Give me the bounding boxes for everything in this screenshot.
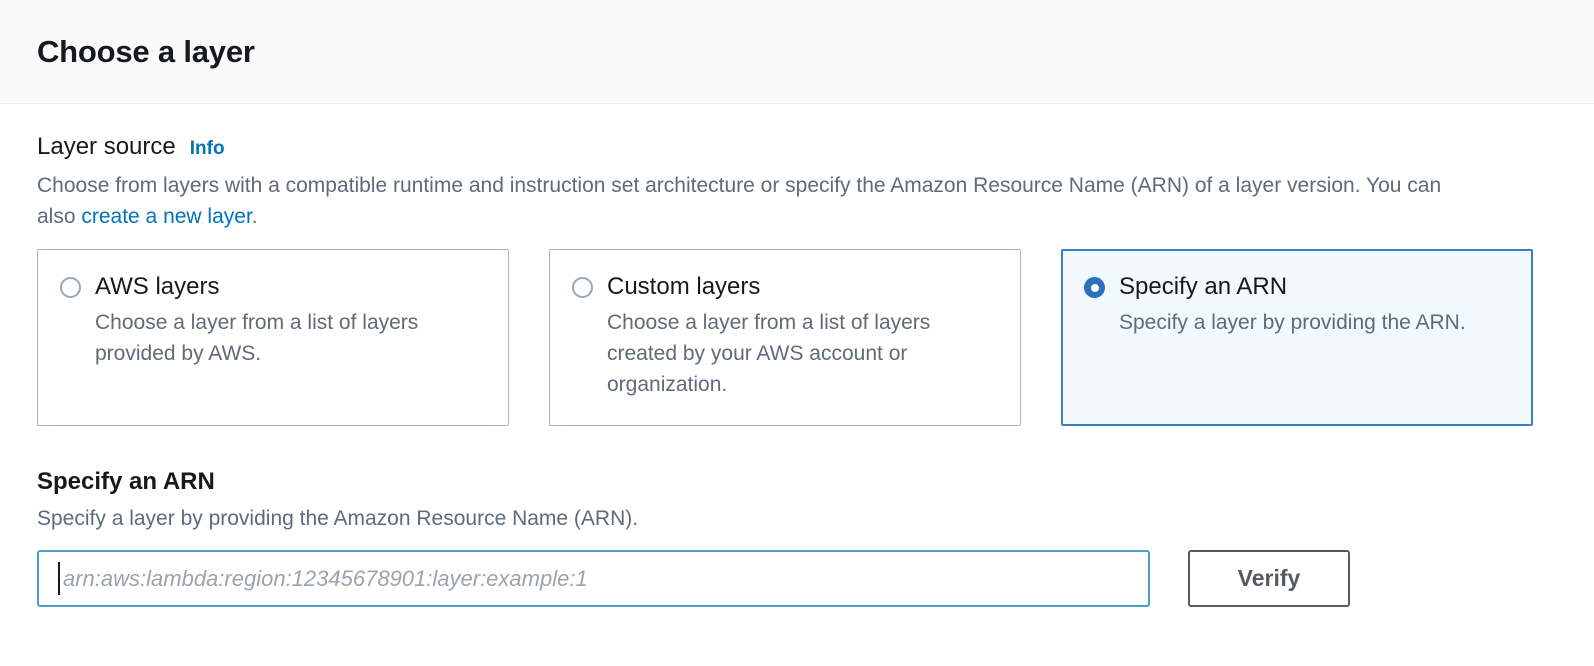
specify-arn-heading: Specify an ARN xyxy=(37,468,215,495)
page-title: Choose a layer xyxy=(37,33,255,69)
radio-tile-aws-layers-description: Choose a layer from a list of layers pro… xyxy=(95,311,419,365)
radio-tile-custom-layers-title: Custom layers xyxy=(607,273,761,300)
text-caret xyxy=(58,562,60,595)
layer-source-label-row: Layer source Info xyxy=(37,133,1557,161)
radio-button-custom-layers[interactable] xyxy=(572,277,593,298)
layer-source-description-text-2: . xyxy=(251,205,258,228)
layer-source-options: AWS layers Choose a layer from a list of… xyxy=(37,249,1557,426)
info-link[interactable]: Info xyxy=(189,138,225,159)
radio-tile-custom-layers[interactable]: Custom layers Choose a layer from a list… xyxy=(549,249,1021,426)
arn-input-wrapper xyxy=(37,550,1150,607)
specify-arn-description: Specify a layer by providing the Amazon … xyxy=(37,507,639,530)
create-a-new-layer-link[interactable]: create a new layer xyxy=(81,205,252,228)
verify-button[interactable]: Verify xyxy=(1188,550,1350,607)
radio-tile-specify-an-arn-text: Specify an ARN Specify a layer by provid… xyxy=(1119,272,1466,424)
radio-tile-specify-an-arn-description: Specify a layer by providing the ARN. xyxy=(1119,311,1466,334)
radio-button-specify-an-arn[interactable] xyxy=(1084,277,1105,298)
specify-arn-section: Specify an ARN Specify a layer by provid… xyxy=(37,468,1557,607)
modal-body: Layer source Info Choose from layers wit… xyxy=(0,104,1594,607)
radio-tile-aws-layers-title: AWS layers xyxy=(95,273,220,300)
radio-tile-aws-layers[interactable]: AWS layers Choose a layer from a list of… xyxy=(37,249,509,426)
radio-button-aws-layers[interactable] xyxy=(60,277,81,298)
radio-tile-aws-layers-text: AWS layers Choose a layer from a list of… xyxy=(95,272,486,425)
radio-tile-custom-layers-text: Custom layers Choose a layer from a list… xyxy=(607,272,998,425)
layer-source-description-text-1: Choose from layers with a compatible run… xyxy=(37,174,1442,228)
radio-tile-custom-layers-description: Choose a layer from a list of layers cre… xyxy=(607,311,931,396)
arn-input[interactable] xyxy=(37,550,1150,607)
layer-source-description: Choose from layers with a compatible run… xyxy=(37,170,1467,232)
layer-source-label: Layer source xyxy=(37,133,176,160)
radio-tile-specify-an-arn[interactable]: Specify an ARN Specify a layer by provid… xyxy=(1061,249,1533,426)
specify-arn-input-row: Verify xyxy=(37,550,1557,607)
radio-tile-specify-an-arn-title: Specify an ARN xyxy=(1119,273,1288,300)
modal-header: Choose a layer xyxy=(0,0,1594,104)
